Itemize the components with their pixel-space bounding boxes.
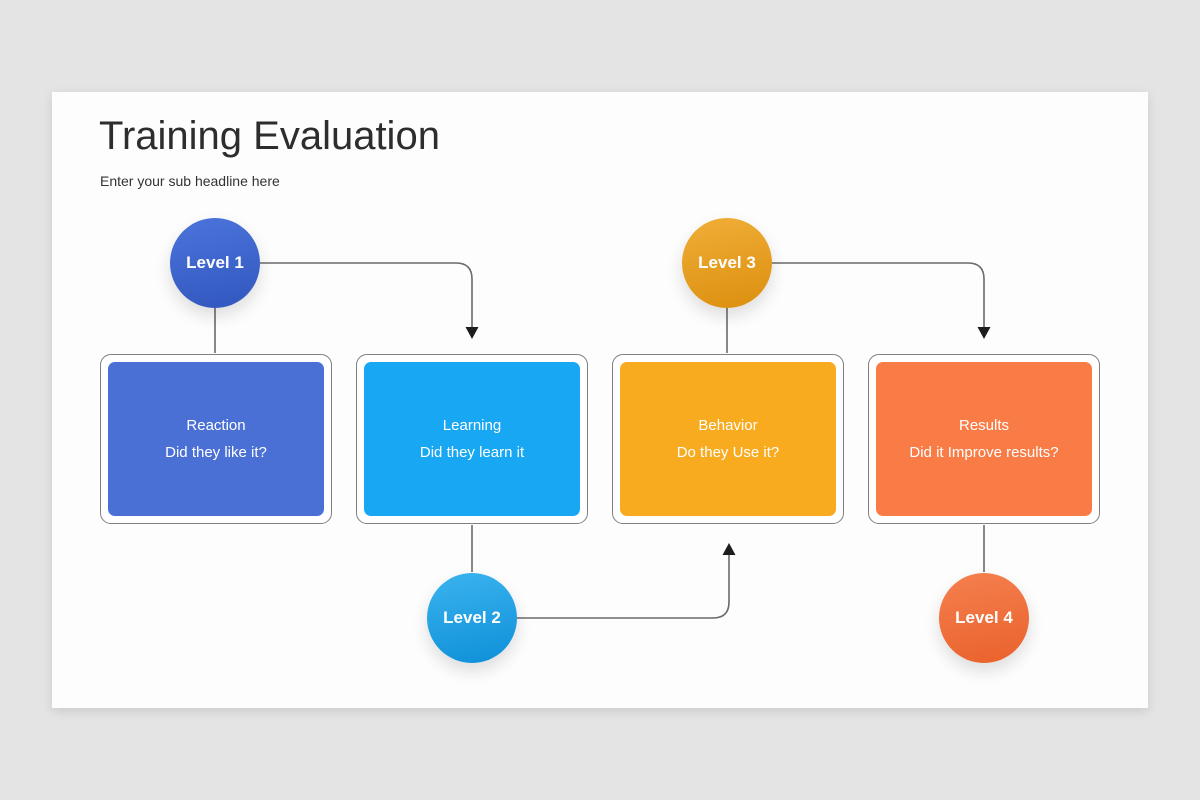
learning-question: Did they learn it bbox=[419, 444, 525, 461]
level-4-label: Level 4 bbox=[955, 608, 1013, 627]
level-1-circle: Level 1 bbox=[170, 218, 260, 308]
level-2-circle: Level 2 bbox=[427, 573, 517, 663]
learning-title: Learning bbox=[442, 417, 502, 434]
results-title: Results bbox=[958, 417, 1010, 434]
behavior-question: Do they Use it? bbox=[676, 444, 780, 461]
results-box: Results Did it Improve results? bbox=[868, 354, 1100, 524]
level-3-label: Level 3 bbox=[698, 253, 756, 272]
results-question: Did it Improve results? bbox=[909, 444, 1059, 461]
slide-title: Training Evaluation bbox=[99, 114, 440, 158]
level-1-label: Level 1 bbox=[186, 253, 244, 272]
slide-subtitle: Enter your sub headline here bbox=[100, 173, 280, 189]
results-box-fill: Results Did it Improve results? bbox=[876, 362, 1092, 516]
behavior-title: Behavior bbox=[698, 417, 758, 434]
reaction-question: Did they like it? bbox=[165, 444, 267, 461]
learning-box: Learning Did they learn it bbox=[356, 354, 588, 524]
level-4-circle: Level 4 bbox=[939, 573, 1029, 663]
behavior-box: Behavior Do they Use it? bbox=[612, 354, 844, 524]
reaction-box: Reaction Did they like it? bbox=[100, 354, 332, 524]
level-3-circle: Level 3 bbox=[682, 218, 772, 308]
level-2-label: Level 2 bbox=[443, 608, 501, 627]
reaction-box-fill: Reaction Did they like it? bbox=[108, 362, 324, 516]
reaction-title: Reaction bbox=[186, 417, 246, 434]
learning-box-fill: Learning Did they learn it bbox=[364, 362, 580, 516]
behavior-box-fill: Behavior Do they Use it? bbox=[620, 362, 836, 516]
